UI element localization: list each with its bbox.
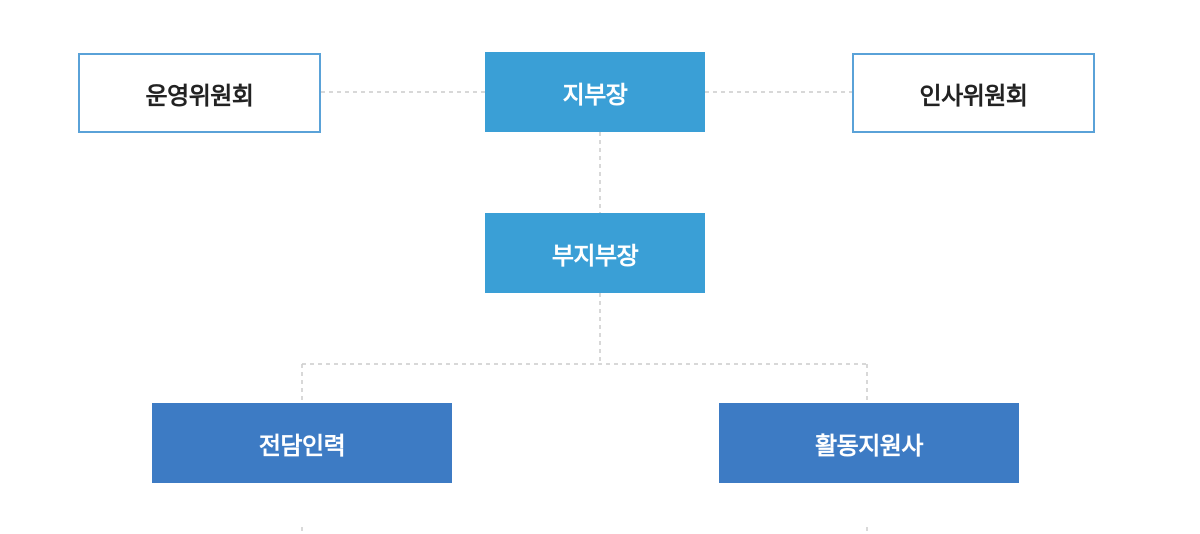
deputy-box: 부지부장 (485, 213, 705, 293)
branch-label-right: 활동지원사 (815, 431, 923, 460)
branch-box-left: 전담인력 (152, 403, 452, 483)
left-committee-label: 운영위원회 (145, 81, 254, 110)
head-box: 지부장 (485, 52, 705, 132)
branch-label-left: 전담인력 (258, 431, 346, 460)
right-committee-label: 인사위원회 (919, 81, 1028, 110)
right-committee-box: 인사위원회 (852, 53, 1095, 133)
left-committee-box: 운영위원회 (78, 53, 321, 133)
deputy-label: 부지부장 (551, 241, 639, 270)
head-label: 지부장 (562, 80, 628, 109)
branch-box-right: 활동지원사 (719, 403, 1019, 483)
